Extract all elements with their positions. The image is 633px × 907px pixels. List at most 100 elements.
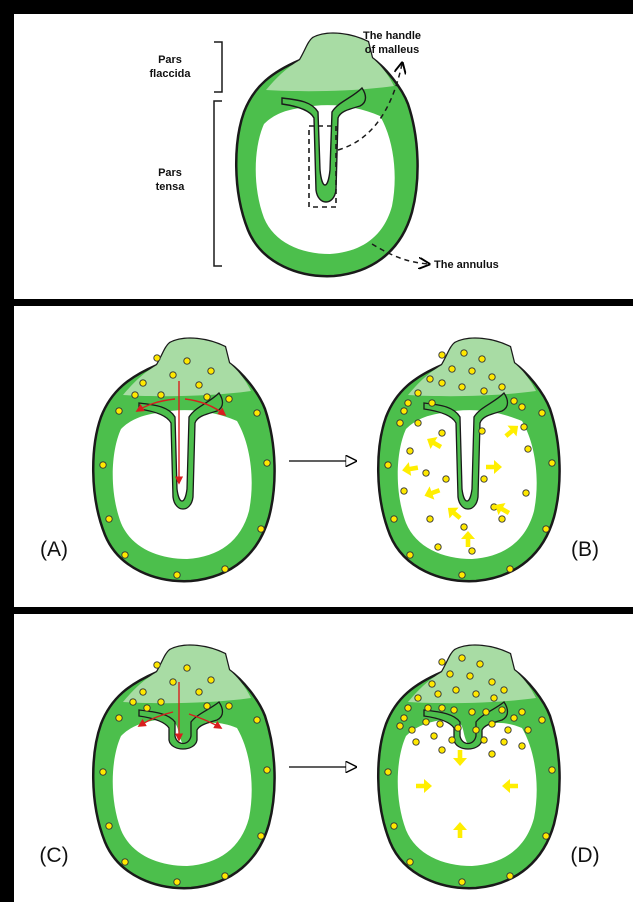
epithelial-cell (449, 366, 455, 372)
epithelial-cell (505, 727, 511, 733)
epithelial-cell (501, 687, 507, 693)
epithelial-cell (204, 703, 210, 709)
epithelial-cell (184, 665, 190, 671)
label-pars-flaccida-1: Pars (158, 54, 182, 66)
epithelial-cell (208, 677, 214, 683)
epithelial-cell (106, 823, 112, 829)
epithelial-cell (453, 687, 459, 693)
epithelial-cell (184, 358, 190, 364)
epithelial-cell (391, 516, 397, 522)
panel-label-c: (C) (39, 844, 68, 867)
epithelial-cell (391, 823, 397, 829)
epithelial-cell (427, 516, 433, 522)
epithelial-cell (401, 488, 407, 494)
epithelial-cell (397, 723, 403, 729)
epithelial-cell (204, 394, 210, 400)
epithelial-cell (196, 689, 202, 695)
epithelial-cell (435, 544, 441, 550)
epithelial-cell (140, 689, 146, 695)
epithelial-cell (100, 462, 106, 468)
epithelial-cell (100, 769, 106, 775)
epithelial-cell (469, 709, 475, 715)
epithelial-cell (525, 727, 531, 733)
epithelial-cell (427, 376, 433, 382)
epithelial-cell (489, 374, 495, 380)
epithelial-cell (447, 671, 453, 677)
epithelial-cell (459, 879, 465, 885)
epithelial-cell (413, 739, 419, 745)
epithelial-cell (469, 368, 475, 374)
pars-tensa-inner (113, 410, 252, 559)
epithelial-cell (401, 715, 407, 721)
epithelial-cell (423, 719, 429, 725)
epithelial-cell (170, 372, 176, 378)
epithelial-cell (491, 695, 497, 701)
epithelial-cell (116, 408, 122, 414)
epithelial-cell (451, 707, 457, 713)
epithelial-cell (431, 733, 437, 739)
epithelial-cell (519, 404, 525, 410)
epithelial-cell (479, 356, 485, 362)
epithelial-cell (459, 572, 465, 578)
epithelial-cell (539, 717, 545, 723)
epithelial-cell (154, 662, 160, 668)
epithelial-cell (461, 524, 467, 530)
epithelial-cell (405, 400, 411, 406)
epithelial-cell (409, 727, 415, 733)
epithelial-cell (222, 566, 228, 572)
epithelial-cell (405, 705, 411, 711)
epithelial-cell (140, 380, 146, 386)
epithelial-cell (521, 424, 527, 430)
epithelial-cell (499, 384, 505, 390)
epithelial-cell (226, 396, 232, 402)
epithelial-cell (481, 388, 487, 394)
epithelial-cell (461, 350, 467, 356)
epithelial-cell (158, 392, 164, 398)
divider-top (0, 299, 633, 306)
epithelial-cell (467, 673, 473, 679)
epithelial-cell (407, 552, 413, 558)
epithelial-cell (429, 400, 435, 406)
epithelial-cell (543, 526, 549, 532)
epithelial-cell (407, 448, 413, 454)
epithelial-cell (415, 390, 421, 396)
label-pars-tensa-2: tensa (156, 181, 186, 193)
label-malleus-1: The handle (363, 30, 421, 42)
epithelial-cell (254, 717, 260, 723)
epithelial-cell (385, 462, 391, 468)
epithelial-cell (511, 715, 517, 721)
epithelial-cell (507, 873, 513, 879)
epithelial-cell (407, 859, 413, 865)
epithelial-cell (501, 739, 507, 745)
panel-label-a: (A) (40, 538, 68, 561)
label-malleus-2: of malleus (365, 44, 419, 56)
epithelial-cell (449, 737, 455, 743)
epithelial-cell (489, 721, 495, 727)
epithelial-cell (439, 705, 445, 711)
epithelial-cell (132, 392, 138, 398)
epithelial-cell (226, 703, 232, 709)
epithelial-cell (439, 352, 445, 358)
epithelial-cell (264, 460, 270, 466)
epithelial-cell (437, 721, 443, 727)
epithelial-cell (481, 476, 487, 482)
epithelial-cell (459, 655, 465, 661)
epithelial-cell (401, 408, 407, 414)
pars-tensa-inner (256, 105, 395, 254)
epithelial-cell (385, 769, 391, 775)
epithelial-cell (429, 681, 435, 687)
epithelial-cell (459, 384, 465, 390)
epithelial-cell (455, 725, 461, 731)
epithelial-cell (507, 566, 513, 572)
epithelial-cell (423, 470, 429, 476)
epithelial-cell (439, 430, 445, 436)
epithelial-cell (158, 699, 164, 705)
epithelial-cell (477, 661, 483, 667)
panel-label-d: (D) (570, 844, 599, 867)
epithelial-cell (489, 679, 495, 685)
epithelial-cell (519, 743, 525, 749)
epithelial-cell (439, 747, 445, 753)
epithelial-cell (489, 751, 495, 757)
